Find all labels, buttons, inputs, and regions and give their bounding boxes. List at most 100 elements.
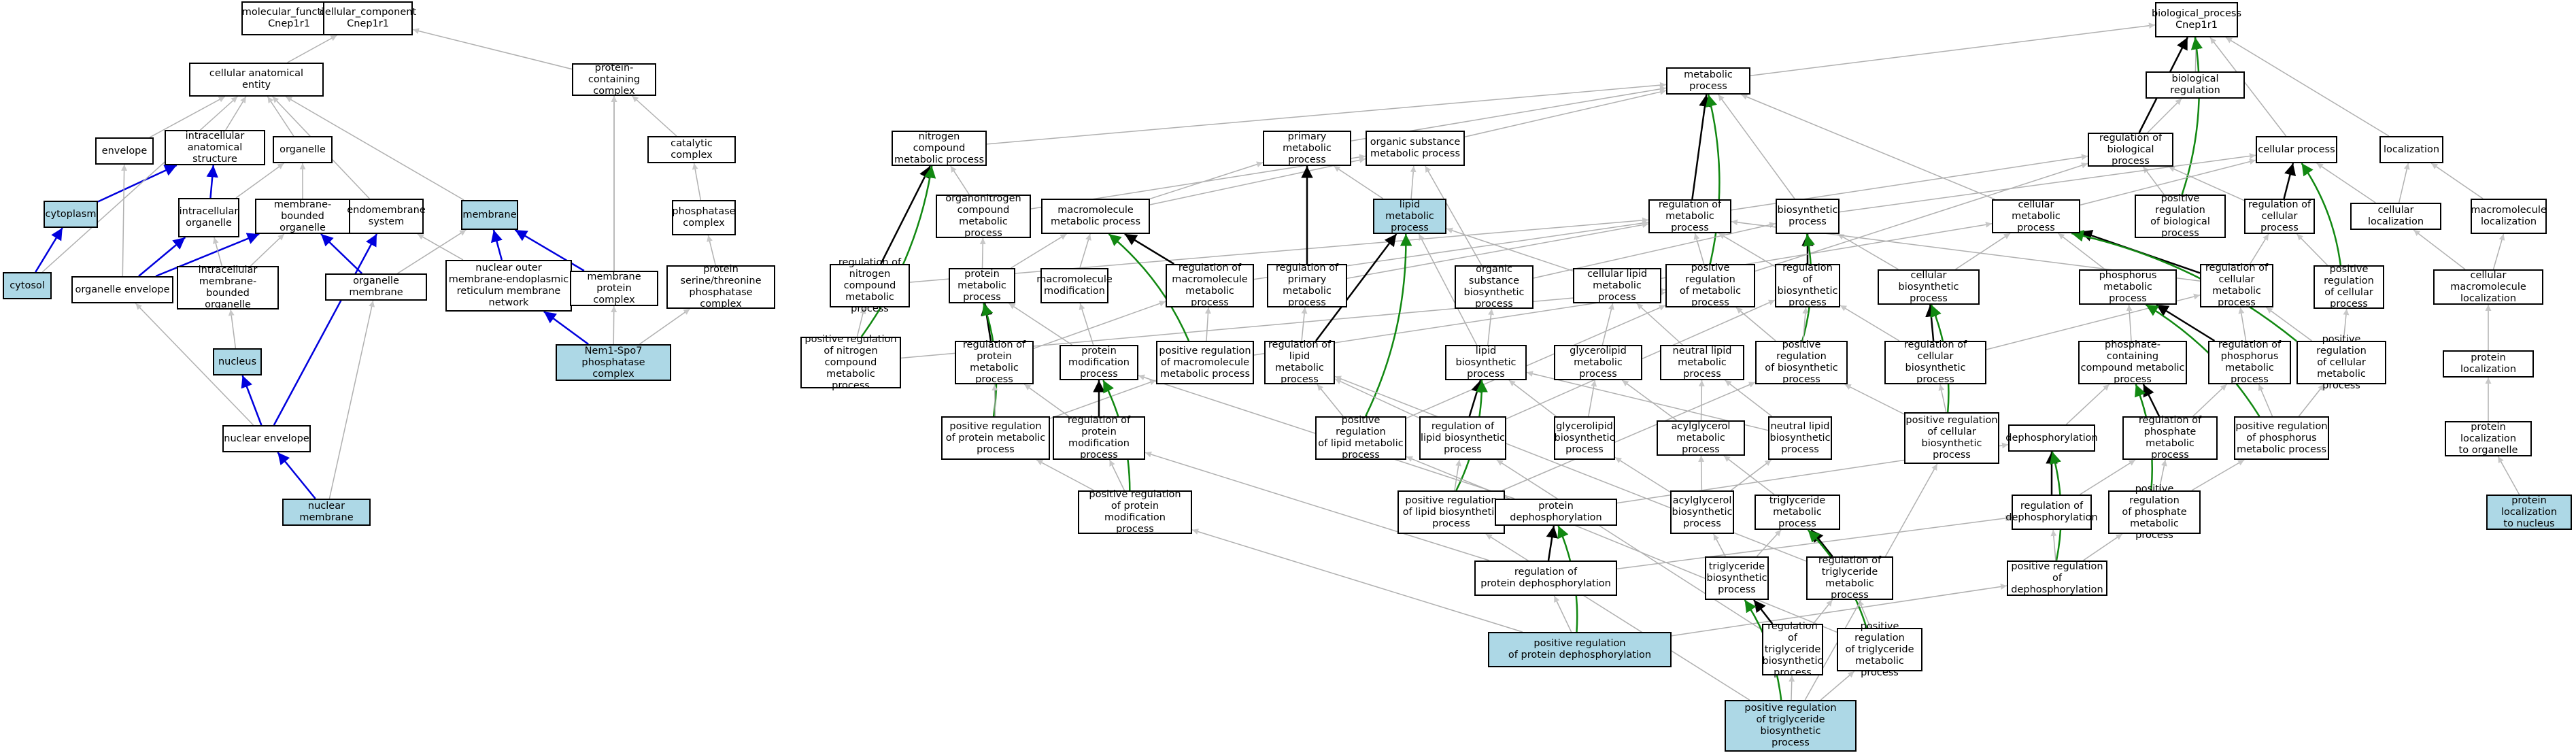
- node-osmp[interactable]: organic substance metabolic process: [1366, 131, 1465, 166]
- node-pccmp[interactable]: phosphate-containing compound metabolic …: [2078, 339, 2187, 385]
- node-ias[interactable]: intracellular anatomical structure: [165, 130, 265, 165]
- node-rdeph[interactable]: regulation of dephosphorylation: [2005, 495, 2098, 530]
- node-plnuc[interactable]: protein localization to nucleus: [2486, 495, 2572, 530]
- node-pmp[interactable]: primary metabolic process: [1263, 131, 1351, 166]
- node-rlbp[interactable]: regulation of lipid biosynthetic process: [1419, 416, 1506, 460]
- node-catc[interactable]: catalytic complex: [647, 136, 736, 163]
- node-mf[interactable]: molecular_function Cnep1r1: [241, 1, 337, 35]
- node-clmp[interactable]: cellular lipid metabolic process: [1573, 268, 1661, 303]
- node-nlmp[interactable]: neutral lipid metabolic process: [1660, 345, 1744, 380]
- node-omem[interactable]: organelle membrane: [325, 273, 427, 301]
- node-mp[interactable]: metabolic process: [1666, 67, 1750, 95]
- node-org[interactable]: organelle: [273, 136, 333, 163]
- node-prlbp[interactable]: positive regulation of lipid biosyntheti…: [1397, 490, 1505, 534]
- node-glbp[interactable]: glycerolipid biosynthetic process: [1554, 416, 1615, 460]
- node-cloc[interactable]: cellular localization: [2350, 203, 2441, 230]
- node-pstpc[interactable]: protein serine/threonine phosphatase com…: [666, 264, 775, 309]
- node-nem1[interactable]: Nem1-Spo7 phosphatase complex: [556, 344, 671, 381]
- node-lmp[interactable]: lipid metabolic process: [1373, 199, 1446, 234]
- node-prmp[interactable]: protein metabolic process: [949, 268, 1015, 303]
- node-rpdeph[interactable]: regulation of protein dephosphorylation: [1474, 560, 1617, 596]
- node-nenv[interactable]: nuclear envelope: [222, 425, 311, 452]
- node-nucleus[interactable]: nucleus: [213, 348, 262, 375]
- node-glmp[interactable]: glycerolipid metabolic process: [1554, 345, 1642, 380]
- node-prmetp[interactable]: positive regulation of metabolic process: [1665, 263, 1755, 308]
- node-prmmp[interactable]: positive regulation of macromolecule met…: [1156, 341, 1254, 384]
- node-prphmp[interactable]: positive regulation of phosphorus metabo…: [2234, 416, 2329, 460]
- node-rcmp[interactable]: regulation of cellular metabolic process: [2200, 263, 2273, 308]
- node-rtgbp[interactable]: regulation of triglyceride biosynthetic …: [1762, 620, 1823, 678]
- node-prcbp[interactable]: positive regulation of cellular biosynth…: [1904, 412, 1999, 464]
- node-mmp[interactable]: macromolecule metabolic process: [1041, 199, 1150, 234]
- node-io[interactable]: intracellular organelle: [178, 198, 239, 237]
- node-rlmp[interactable]: regulation of lipid metabolic process: [1264, 339, 1335, 385]
- node-mloc[interactable]: macromolecule localization: [2471, 199, 2547, 234]
- node-rmp[interactable]: regulation of metabolic process: [1648, 199, 1731, 233]
- node-prncmp[interactable]: positive regulation of nitrogen compound…: [800, 334, 901, 391]
- node-rprmp[interactable]: regulation of protein metabolic process: [955, 339, 1034, 385]
- node-mpc[interactable]: membrane protein complex: [570, 271, 658, 306]
- node-rpmp[interactable]: regulation of primary metabolic process: [1267, 263, 1347, 308]
- node-phmp[interactable]: phosphorus metabolic process: [2079, 269, 2177, 305]
- node-rbp[interactable]: regulation of biological process: [2088, 133, 2173, 167]
- node-prtgmp[interactable]: positive regulation of triglyceride meta…: [1837, 621, 1922, 678]
- node-rpmod[interactable]: regulation of protein modification proce…: [1053, 415, 1145, 461]
- node-nomer[interactable]: nuclear outer membrane-endoplasmic retic…: [445, 260, 572, 312]
- node-rmmp[interactable]: regulation of macromolecule metabolic pr…: [1166, 263, 1254, 308]
- node-mbo[interactable]: membrane-bounded organelle: [255, 199, 350, 234]
- node-prpdeph[interactable]: positive regulation of protein dephospho…: [1488, 632, 1672, 667]
- node-ocmp[interactable]: organonitrogen compound metabolic proces…: [936, 193, 1031, 239]
- node-ploc[interactable]: protein localization: [2443, 350, 2534, 378]
- node-rtgmp[interactable]: regulation of triglyceride metabolic pro…: [1806, 555, 1893, 601]
- node-nmem[interactable]: nuclear membrane: [282, 499, 371, 526]
- node-pcc[interactable]: protein-containing complex: [572, 63, 656, 97]
- node-rcbp[interactable]: regulation of cellular biosynthetic proc…: [1884, 339, 1986, 385]
- node-pdeph[interactable]: protein dephosphorylation: [1495, 499, 1617, 526]
- node-pmod[interactable]: protein modification process: [1060, 345, 1138, 380]
- node-prprmp[interactable]: positive regulation of protein metabolic…: [941, 416, 1050, 460]
- node-phc[interactable]: phosphatase complex: [672, 200, 736, 235]
- node-tgbp[interactable]: triglyceride biosynthetic process: [1705, 556, 1769, 600]
- node-cp[interactable]: cellular process: [2256, 136, 2337, 163]
- node-agbp[interactable]: acylglycerol biosynthetic process: [1670, 490, 1734, 534]
- node-imbo[interactable]: intracellular membrane-bounded organelle: [177, 265, 279, 310]
- node-bsp[interactable]: biosynthetic process: [1776, 199, 1840, 234]
- node-cyto[interactable]: cytoplasm: [44, 201, 98, 228]
- node-plorg[interactable]: protein localization to organelle: [2445, 421, 2532, 456]
- node-rbsp[interactable]: regulation of biosynthetic process: [1775, 263, 1840, 308]
- node-deph[interactable]: dephosphorylation: [2005, 424, 2098, 452]
- node-prtgbp[interactable]: positive regulation of triglyceride bios…: [1725, 700, 1857, 752]
- node-prcp[interactable]: positive regulation of cellular process: [2314, 264, 2384, 309]
- node-prpmod[interactable]: positive regulation of protein modificat…: [1078, 489, 1192, 535]
- node-tgmp[interactable]: triglyceride metabolic process: [1755, 495, 1840, 530]
- node-prdeph[interactable]: positive regulation of dephosphorylation: [2007, 560, 2107, 596]
- node-cae[interactable]: cellular anatomical entity: [189, 63, 324, 97]
- node-cbp[interactable]: cellular biosynthetic process: [1878, 269, 1980, 305]
- node-prlmp[interactable]: positive regulation of lipid metabolic p…: [1315, 415, 1406, 461]
- node-nlbp[interactable]: neutral lipid biosynthetic process: [1768, 416, 1832, 460]
- node-prbsp[interactable]: positive regulation of biosynthetic proc…: [1755, 339, 1848, 385]
- node-osbp[interactable]: organic substance biosynthetic process: [1455, 264, 1533, 309]
- node-prcmp[interactable]: positive regulation of cellular metaboli…: [2297, 334, 2386, 391]
- node-ncmp[interactable]: nitrogen compound metabolic process: [892, 131, 987, 166]
- node-memb[interactable]: membrane: [461, 200, 518, 230]
- node-env[interactable]: envelope: [95, 137, 154, 165]
- node-cc[interactable]: cellular_component Cnep1r1: [320, 1, 416, 35]
- node-cmp[interactable]: cellular metabolic process: [1992, 199, 2080, 233]
- node-agmp[interactable]: acylglycerol metabolic process: [1657, 420, 1745, 456]
- node-rphpmp[interactable]: regulation of phosphate metabolic proces…: [2122, 415, 2218, 461]
- node-macmod[interactable]: macromolecule modification: [1036, 268, 1113, 303]
- node-rphmp[interactable]: regulation of phosphorus metabolic proce…: [2208, 339, 2291, 385]
- node-cytosol[interactable]: cytosol: [3, 272, 52, 299]
- node-ems[interactable]: endomembrane system: [347, 199, 426, 234]
- node-lbp[interactable]: lipid biosynthetic process: [1445, 345, 1527, 380]
- node-oenv[interactable]: organelle envelope: [71, 276, 173, 303]
- node-prbp[interactable]: positive regulation of biological proces…: [2135, 193, 2226, 239]
- node-bp[interactable]: biological_process Cnep1r1: [2152, 2, 2241, 37]
- node-loc[interactable]: localization: [2379, 136, 2443, 163]
- node-rcp[interactable]: regulation of cellular process: [2244, 199, 2315, 234]
- node-prphpmp[interactable]: positive regulation of phosphate metabol…: [2108, 484, 2201, 541]
- node-breg[interactable]: biological regulation: [2146, 71, 2245, 99]
- node-rncmp[interactable]: regulation of nitrogen compound metaboli…: [830, 257, 910, 314]
- node-cmloc[interactable]: cellular macromolecule localization: [2433, 269, 2543, 305]
